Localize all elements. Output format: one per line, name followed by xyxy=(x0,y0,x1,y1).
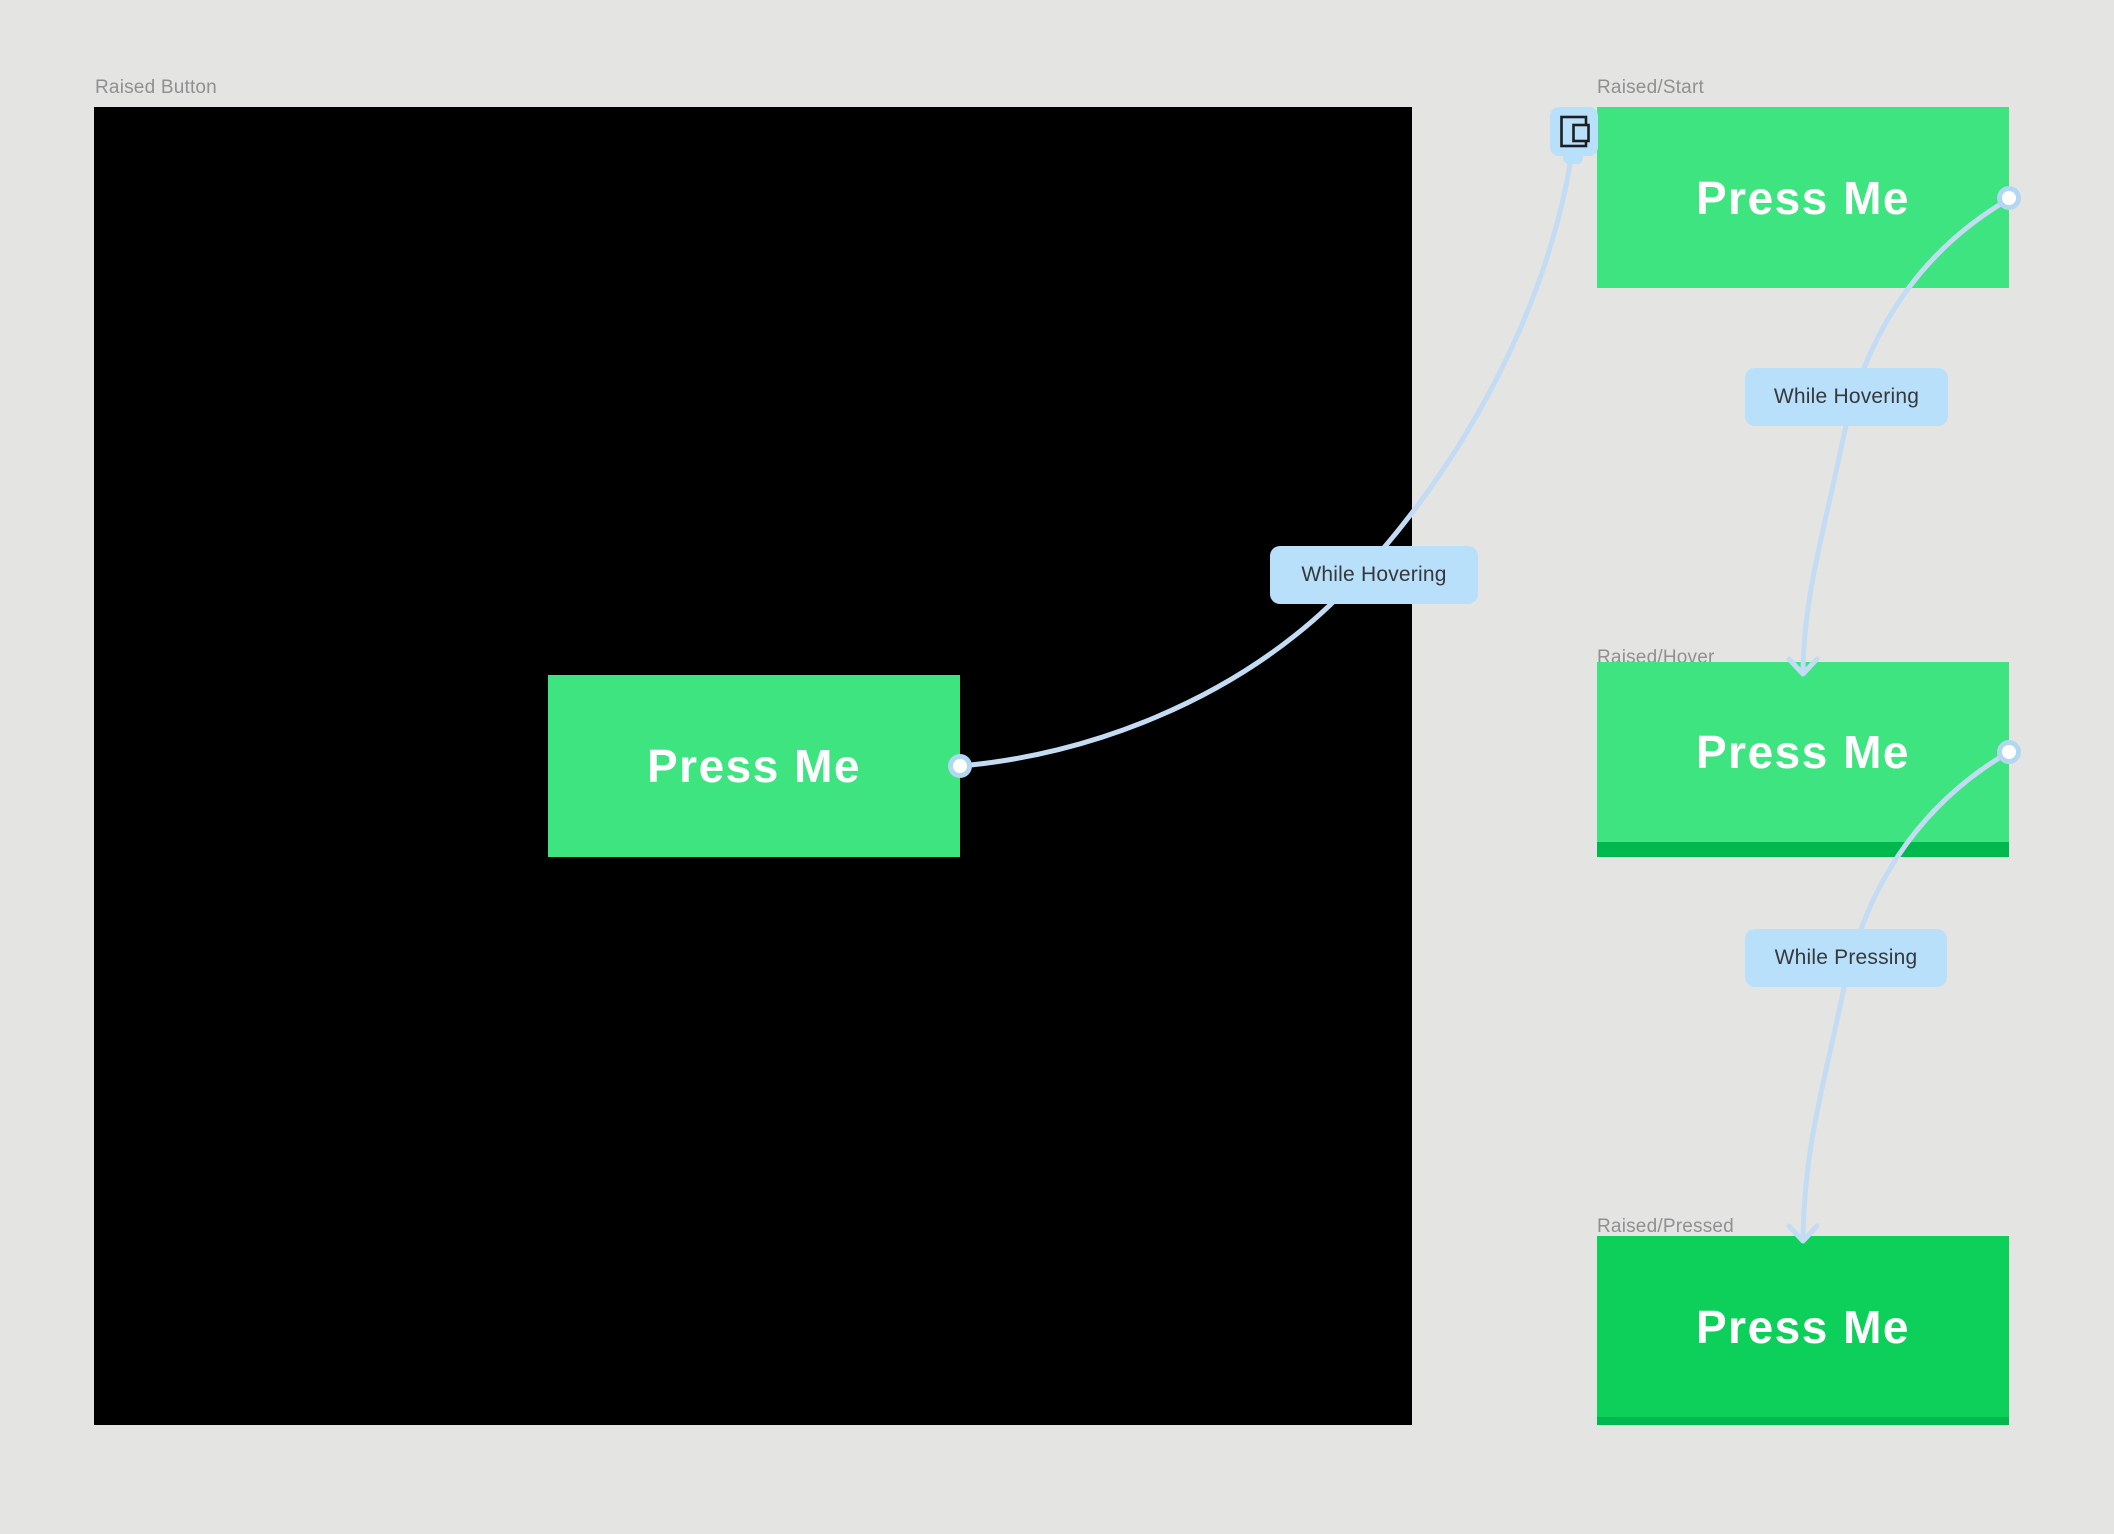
frame-raised-button[interactable]: Press Me xyxy=(94,107,1412,1425)
frame-title-raised-pressed[interactable]: Raised/Pressed xyxy=(1597,1216,1734,1237)
button-face: Press Me xyxy=(1597,662,2009,842)
button-label: Press Me xyxy=(1695,726,1910,778)
button-label: Press Me xyxy=(1695,171,1910,224)
button-label: Press Me xyxy=(646,740,861,792)
frame-raised-hover[interactable]: Press Me xyxy=(1597,662,2009,857)
button-face: Press Me xyxy=(1597,1236,2009,1417)
connection-label-while-hovering[interactable]: While Hovering xyxy=(1745,368,1948,426)
button-raised-shadow xyxy=(1597,842,2009,857)
component-state-badge[interactable] xyxy=(1550,107,1598,156)
frame-title-raised-button[interactable]: Raised Button xyxy=(95,77,217,98)
overlay-frames-icon xyxy=(1560,115,1590,148)
frame-raised-start[interactable]: Press Me xyxy=(1597,107,2009,288)
frame-raised-pressed[interactable]: Press Me xyxy=(1597,1236,2009,1425)
button-raised-shadow xyxy=(1597,1417,2009,1425)
connection-label-while-hovering-main[interactable]: While Hovering xyxy=(1270,546,1478,604)
connection-label-while-pressing[interactable]: While Pressing xyxy=(1745,929,1947,987)
button-label: Press Me xyxy=(1695,1300,1910,1353)
frame-title-raised-start[interactable]: Raised/Start xyxy=(1597,77,1704,98)
press-me-button-default[interactable]: Press Me xyxy=(548,675,960,857)
